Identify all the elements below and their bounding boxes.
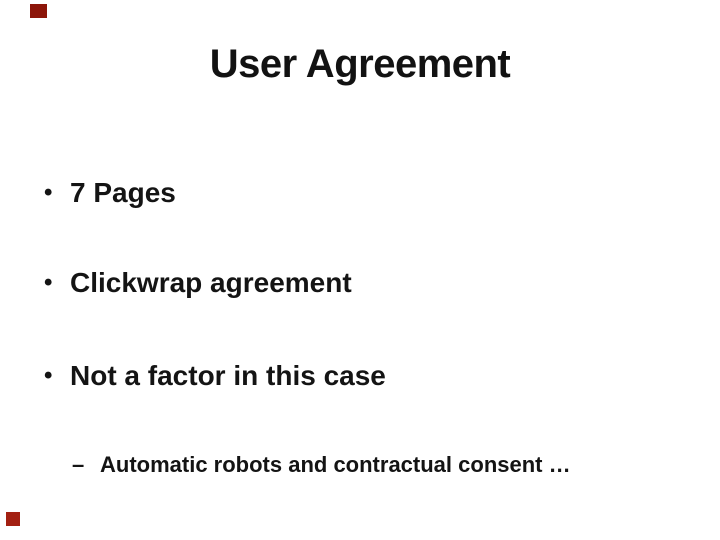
bullet-marker: • (44, 269, 53, 296)
corner-accent-bottom (6, 512, 20, 526)
bullet-text: Clickwrap agreement (70, 267, 352, 298)
sub-bullet-marker: – (72, 452, 85, 477)
bullet-item: • 7 Pages (44, 176, 700, 210)
sub-bullet-item: – Automatic robots and contractual conse… (72, 450, 700, 480)
bullet-item: • Not a factor in this case (44, 359, 700, 393)
bullet-text: 7 Pages (70, 177, 176, 208)
bullet-text: Not a factor in this case (70, 360, 386, 391)
slide-title: User Agreement (209, 42, 511, 86)
corner-accent-top (30, 4, 47, 18)
sub-bullet-text: Automatic robots and contractual consent… (100, 452, 571, 477)
bullet-marker: • (44, 179, 53, 206)
bullet-item: • Clickwrap agreement (44, 266, 700, 300)
bullet-marker: • (44, 362, 53, 389)
